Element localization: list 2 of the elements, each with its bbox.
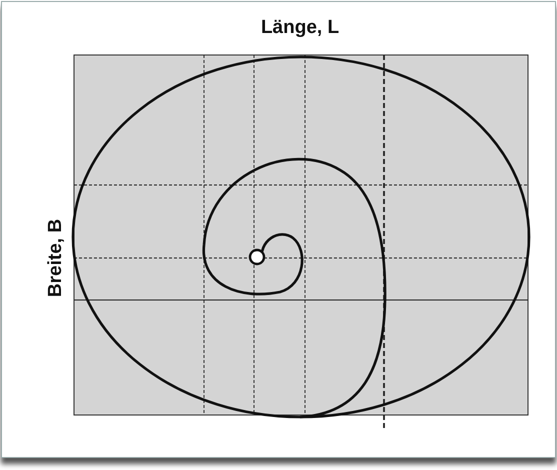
axis-label: Breite, B xyxy=(45,218,67,298)
axis-label: Länge, L xyxy=(260,17,340,39)
